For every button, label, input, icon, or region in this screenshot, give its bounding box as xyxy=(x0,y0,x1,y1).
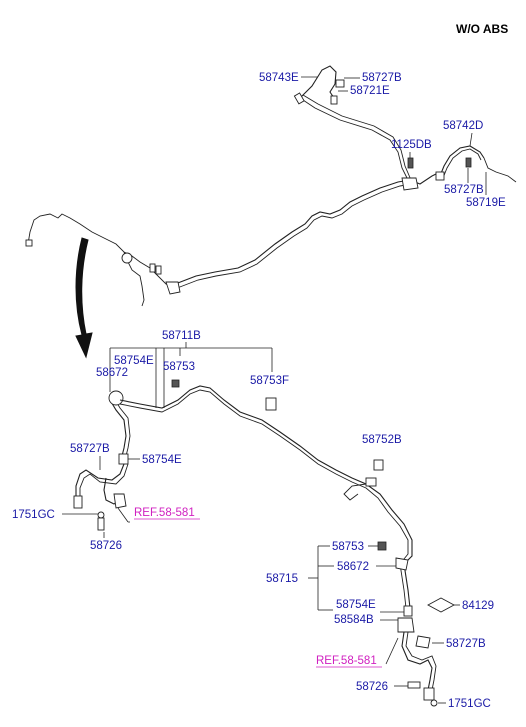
label-84129[interactable]: 84129 xyxy=(462,600,494,612)
lower-hose-assembly xyxy=(308,541,460,707)
top-labels: 58743E 58727B 58721E 58742D 1125DB 58727… xyxy=(259,72,506,209)
label-58727B-top[interactable]: 58727B xyxy=(362,72,402,84)
detail-labels: 58711B 58754E 58753 58672 58753F 58727B … xyxy=(12,330,494,710)
top-brake-line-assembly xyxy=(25,65,517,307)
label-58672-low[interactable]: 58672 xyxy=(337,561,369,573)
label-58754E-top[interactable]: 58754E xyxy=(114,355,154,367)
label-1751GC-low[interactable]: 1751GC xyxy=(448,698,491,710)
label-58727B-left[interactable]: 58727B xyxy=(70,443,110,455)
label-58742D[interactable]: 58742D xyxy=(443,120,483,132)
label-1125DB[interactable]: 1125DB xyxy=(391,139,432,151)
label-58743E[interactable]: 58743E xyxy=(259,72,299,84)
label-58721E[interactable]: 58721E xyxy=(350,85,390,97)
label-58711B[interactable]: 58711B xyxy=(162,330,201,342)
variant-header: W/O ABS xyxy=(456,22,508,36)
detail-arrow xyxy=(75,237,93,359)
label-58753-low[interactable]: 58753 xyxy=(332,541,364,553)
ref-left[interactable]: REF.58-581 xyxy=(134,507,195,519)
label-58754E-mid[interactable]: 58754E xyxy=(142,454,182,466)
label-58727B-low[interactable]: 58727B xyxy=(446,638,486,650)
label-58754E-low[interactable]: 58754E xyxy=(336,599,376,611)
label-58584B[interactable]: 58584B xyxy=(334,614,374,626)
label-58719E[interactable]: 58719E xyxy=(466,197,506,209)
label-58753F[interactable]: 58753F xyxy=(250,375,289,387)
left-hose-assembly xyxy=(62,456,130,538)
label-58726-low[interactable]: 58726 xyxy=(356,681,388,693)
label-58672-top[interactable]: 58672 xyxy=(96,367,128,379)
label-58715[interactable]: 58715 xyxy=(266,573,298,585)
label-58726-left[interactable]: 58726 xyxy=(90,540,122,552)
detail-brake-line-assembly xyxy=(108,342,413,609)
label-58753-top[interactable]: 58753 xyxy=(163,361,195,373)
label-58727B-right[interactable]: 58727B xyxy=(444,184,484,196)
label-1751GC-left[interactable]: 1751GC xyxy=(12,509,55,521)
ref-low[interactable]: REF.58-581 xyxy=(316,655,377,667)
label-58752B[interactable]: 58752B xyxy=(362,434,402,446)
